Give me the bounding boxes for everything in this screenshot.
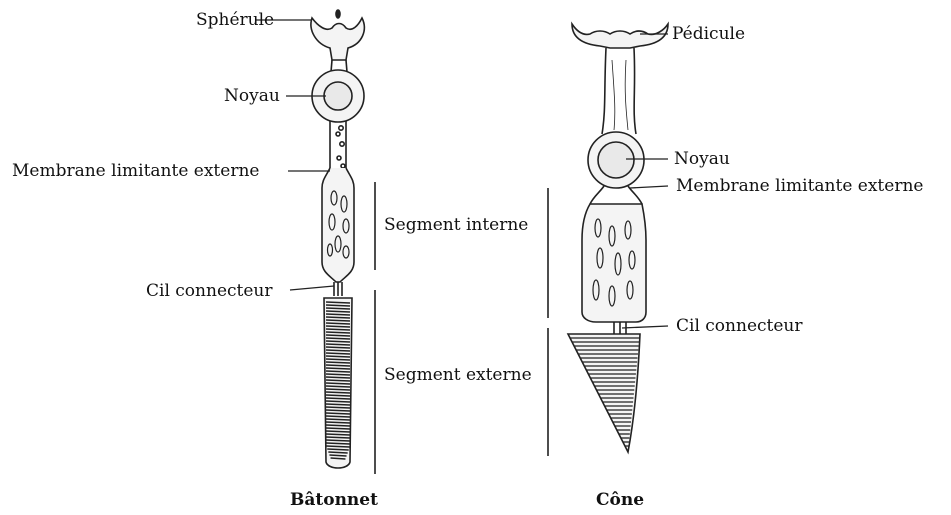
rod-disc xyxy=(326,362,350,363)
rod-disc xyxy=(326,386,350,387)
rod-disc xyxy=(326,338,350,339)
label-rod-noyau: Noyau xyxy=(224,86,280,106)
rod-disc xyxy=(326,302,350,303)
label-cone-membrane: Membrane limitante externe xyxy=(676,176,923,196)
rod-disc xyxy=(326,371,350,372)
rod-disc xyxy=(326,413,350,414)
label-spherule: Sphérule xyxy=(196,10,274,30)
rod-disc xyxy=(326,350,350,351)
rod-disc xyxy=(326,305,350,306)
rod-disc xyxy=(331,458,346,459)
cone-cell xyxy=(568,24,668,452)
rod-disc xyxy=(326,389,350,390)
rod-disc xyxy=(326,344,350,345)
rod-disc xyxy=(326,311,350,312)
label-segment-externe: Segment externe xyxy=(384,365,532,385)
rod-disc xyxy=(326,356,350,357)
rod-disc xyxy=(326,401,350,402)
label-rod-cil: Cil connecteur xyxy=(146,281,273,301)
rod-disc xyxy=(326,332,350,333)
caption-batonnet: Bâtonnet xyxy=(290,490,378,510)
rod-disc xyxy=(326,323,350,324)
rod-disc xyxy=(326,398,350,399)
rod-disc xyxy=(326,395,350,396)
rod-disc xyxy=(326,434,350,435)
rod-disc xyxy=(326,341,350,342)
cone-nucleus xyxy=(598,142,634,178)
rod-disc xyxy=(326,347,350,348)
rod-disc xyxy=(326,368,350,369)
rod-disc xyxy=(326,314,350,315)
rod-spherule xyxy=(311,18,364,60)
rod-disc xyxy=(326,365,350,366)
rod-disc xyxy=(326,377,350,378)
rod-disc xyxy=(326,404,350,405)
rod-disc xyxy=(326,353,350,354)
rod-disc xyxy=(328,452,347,453)
rod-disc xyxy=(326,446,350,447)
rod-disc xyxy=(327,449,349,450)
label-pedicule: Pédicule xyxy=(672,24,745,44)
rod-disc xyxy=(326,329,350,330)
rod-disc xyxy=(326,419,350,420)
label-cone-noyau: Noyau xyxy=(674,149,730,169)
rod-disc xyxy=(326,425,350,426)
rod-disc xyxy=(326,320,350,321)
rod-disc xyxy=(329,455,346,456)
cone-pedicle xyxy=(572,24,668,48)
rod-disc xyxy=(326,317,350,318)
caption-cone: Cône xyxy=(596,490,644,510)
rod-disc xyxy=(326,392,350,393)
rod-disc xyxy=(326,410,350,411)
rod-disc xyxy=(326,437,350,438)
rod-disc xyxy=(326,443,350,444)
rod-disc xyxy=(326,335,350,336)
label-segment-interne: Segment interne xyxy=(384,215,528,235)
rod-disc xyxy=(326,359,350,360)
label-rod-membrane: Membrane limitante externe xyxy=(12,161,259,181)
rod-disc xyxy=(326,407,350,408)
rod-disc xyxy=(326,308,350,309)
rod-cell xyxy=(311,10,364,468)
rod-disc xyxy=(326,416,350,417)
rod-nucleus xyxy=(324,82,352,110)
rod-disc xyxy=(326,326,350,327)
rod-disc xyxy=(326,422,350,423)
rod-disc xyxy=(326,380,350,381)
rod-disc xyxy=(326,383,350,384)
rod-disc xyxy=(326,428,350,429)
rod-disc xyxy=(326,431,350,432)
rod-disc xyxy=(326,374,350,375)
rod-disc xyxy=(326,440,350,441)
label-cone-cil: Cil connecteur xyxy=(676,316,803,336)
